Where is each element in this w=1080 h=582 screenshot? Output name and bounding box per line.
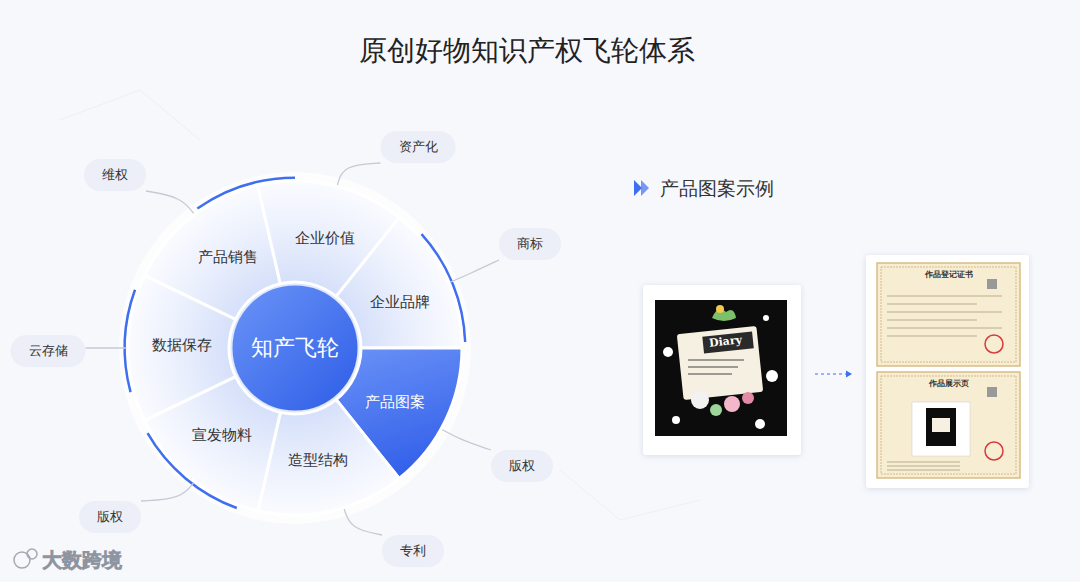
leader-line (441, 429, 491, 450)
certificate-border (881, 267, 1016, 362)
qr-code (987, 279, 997, 289)
certificate-sheet (877, 372, 1020, 478)
certificate-text-line (887, 462, 960, 463)
thumbnail-illustration (926, 408, 956, 446)
certificate-sheet (877, 263, 1020, 366)
certificate-text-line (887, 470, 960, 471)
certificate-text-lines (887, 296, 1002, 470)
qr-code (987, 387, 997, 397)
diagram-title: 原创好物知识产权飞轮体系 (359, 32, 695, 70)
rim-accent (146, 433, 237, 510)
leader-line (337, 163, 380, 186)
ground-decoration (560, 470, 700, 520)
thumbnail-frame (912, 402, 970, 456)
node-text: 作品登记证书 (925, 269, 973, 280)
sector-fill (128, 276, 236, 421)
sector-fill (258, 400, 399, 515)
dashed-arrow (815, 373, 846, 374)
node-text: 作品展示页 (929, 378, 969, 389)
node-text: 企业品牌 (370, 293, 430, 312)
certificate-text-line (887, 296, 1002, 297)
certificate-page: 作品展示页 (877, 372, 1020, 478)
certificate-text-line (887, 328, 1002, 329)
ground-decoration (60, 90, 200, 140)
node-text: 宣发物料 (192, 426, 252, 445)
outcome-pill: 商标 (499, 228, 561, 260)
leader-line (344, 508, 382, 535)
node-text: 产品图案 (365, 393, 425, 412)
sector-fill (336, 217, 462, 348)
arrow-head (846, 371, 852, 378)
sector-fill (336, 348, 462, 479)
rim-accent (421, 233, 467, 342)
watermark-logo (14, 549, 37, 568)
leader-line (449, 260, 499, 283)
pattern-illustration (663, 305, 778, 429)
node-text: 版权 (97, 509, 123, 524)
node-text: 专利 (400, 543, 426, 558)
outcome-pill: 云存储 (11, 335, 86, 367)
node-text: 维权 (102, 167, 128, 182)
certificate-text-line (887, 336, 977, 337)
certificate-border (881, 376, 1016, 474)
node-text: 知产飞轮 (251, 333, 339, 363)
watermark: 大数跨境 (42, 547, 122, 574)
red-seal (985, 442, 1003, 460)
leader-line (141, 481, 194, 501)
hub-circle-fill (231, 284, 359, 412)
node-text: 造型结构 (288, 451, 348, 470)
image-card (643, 285, 801, 455)
wheel-halo (119, 172, 471, 524)
node-text: 数据保存 (152, 336, 212, 355)
heading-icon (641, 180, 649, 196)
leader-line (86, 347, 129, 348)
outcome-pill: 专利 (382, 535, 444, 567)
sector-fill (258, 181, 399, 296)
rim-accent (197, 177, 295, 210)
node-text: 产品销售 (198, 248, 258, 267)
leader-line (146, 191, 194, 215)
certificate-text-line (887, 312, 1002, 313)
thumbnail-illustration (932, 418, 950, 432)
node-text: 商标 (517, 236, 543, 251)
outcome-pill: 版权 (79, 501, 141, 533)
sector-fill (145, 185, 281, 319)
node-text: 资产化 (399, 139, 438, 154)
certificate-text-line (887, 320, 977, 321)
certificate-page: 作品登记证书 (877, 263, 1020, 366)
node-text: 企业价值 (295, 229, 355, 248)
hub-circle: 知产飞轮 (230, 283, 360, 413)
sector-fill (145, 377, 281, 511)
certificate-card (866, 255, 1029, 488)
rim-accent (124, 289, 137, 392)
certificate-text-line (887, 466, 960, 467)
section-heading: 产品图案示例 (660, 176, 774, 202)
outcome-pill: 资产化 (381, 131, 456, 163)
certificate-text-line (887, 304, 977, 305)
node-text: 云存储 (29, 343, 68, 358)
heading-icon (634, 180, 642, 196)
pattern-illustration (655, 300, 787, 436)
wheel-rim-accents (124, 177, 467, 510)
red-seal (985, 335, 1003, 353)
node-text: 版权 (509, 458, 535, 473)
outcome-pill: 维权 (84, 159, 146, 191)
outcome-pill: 版权 (491, 450, 553, 482)
